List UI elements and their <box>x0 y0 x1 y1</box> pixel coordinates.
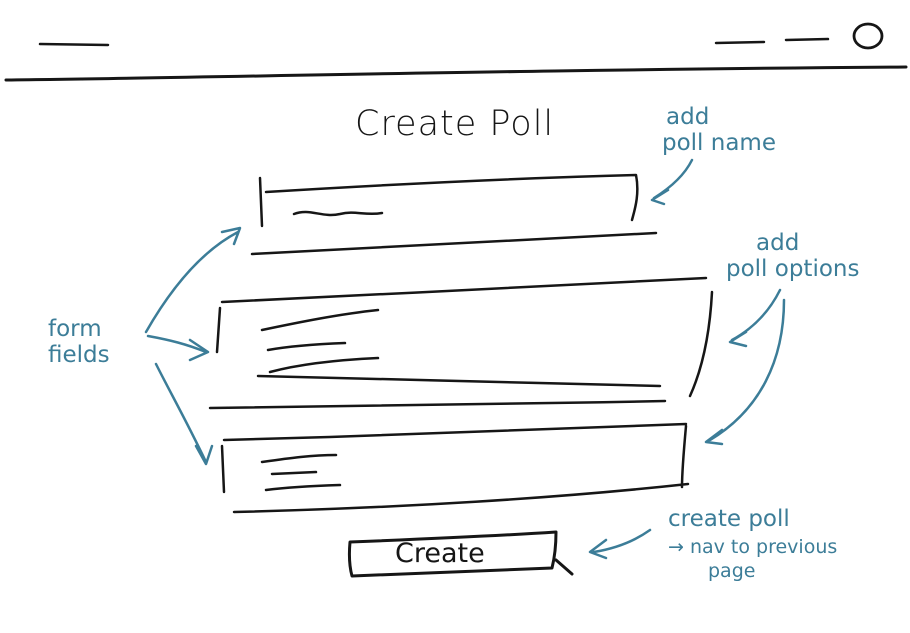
arrow-poll-options-2 <box>704 298 786 446</box>
annotation-create-line-2: → nav to previous <box>668 536 838 558</box>
option-field-1[interactable] <box>220 290 708 398</box>
nav-link-line-1 <box>714 40 766 45</box>
annotation-create: create poll → nav to previous page <box>668 506 837 582</box>
arrow-create <box>588 528 652 560</box>
arrow-form-fields-2 <box>146 334 210 362</box>
poll-name-field[interactable] <box>262 180 634 228</box>
create-button-label: Create <box>395 538 485 569</box>
arrow-form-fields-3 <box>154 362 214 466</box>
arrow-form-fields-1 <box>144 226 242 334</box>
annotation-poll-options-line-2: poll options <box>726 256 860 282</box>
annotation-poll-name-line-1: add <box>666 104 710 130</box>
nav-left-line <box>38 42 110 47</box>
arrow-poll-name <box>650 158 694 206</box>
annotation-create-line-1: create poll <box>668 506 790 532</box>
option-field-2-lines <box>260 453 342 492</box>
header-divider <box>4 65 908 82</box>
annotation-form-fields-line-1: form <box>48 316 102 342</box>
poll-name-placeholder-squiggle <box>292 210 384 217</box>
option-field-2-outline <box>220 422 690 514</box>
option-field-1-lines <box>260 308 380 374</box>
annotation-create-line-3: page <box>708 560 756 582</box>
nav-link-line-2 <box>784 37 830 42</box>
poll-name-field-outline <box>250 173 658 256</box>
arrow-poll-options-1 <box>728 288 782 348</box>
annotation-form-fields-line-2: fields <box>48 342 110 368</box>
profile-icon <box>852 22 884 50</box>
annotation-poll-name-line-2: poll name <box>662 130 776 156</box>
annotation-poll-name: add poll name <box>662 104 776 156</box>
annotation-poll-options-line-1: add <box>756 230 800 256</box>
option-field-2[interactable] <box>224 430 684 496</box>
option-field-1-outline <box>208 276 714 410</box>
annotation-poll-options: add poll options <box>726 230 859 282</box>
annotation-form-fields: form fields <box>48 316 110 368</box>
create-button-outline <box>347 530 574 578</box>
page-title: Create Poll <box>355 104 555 144</box>
